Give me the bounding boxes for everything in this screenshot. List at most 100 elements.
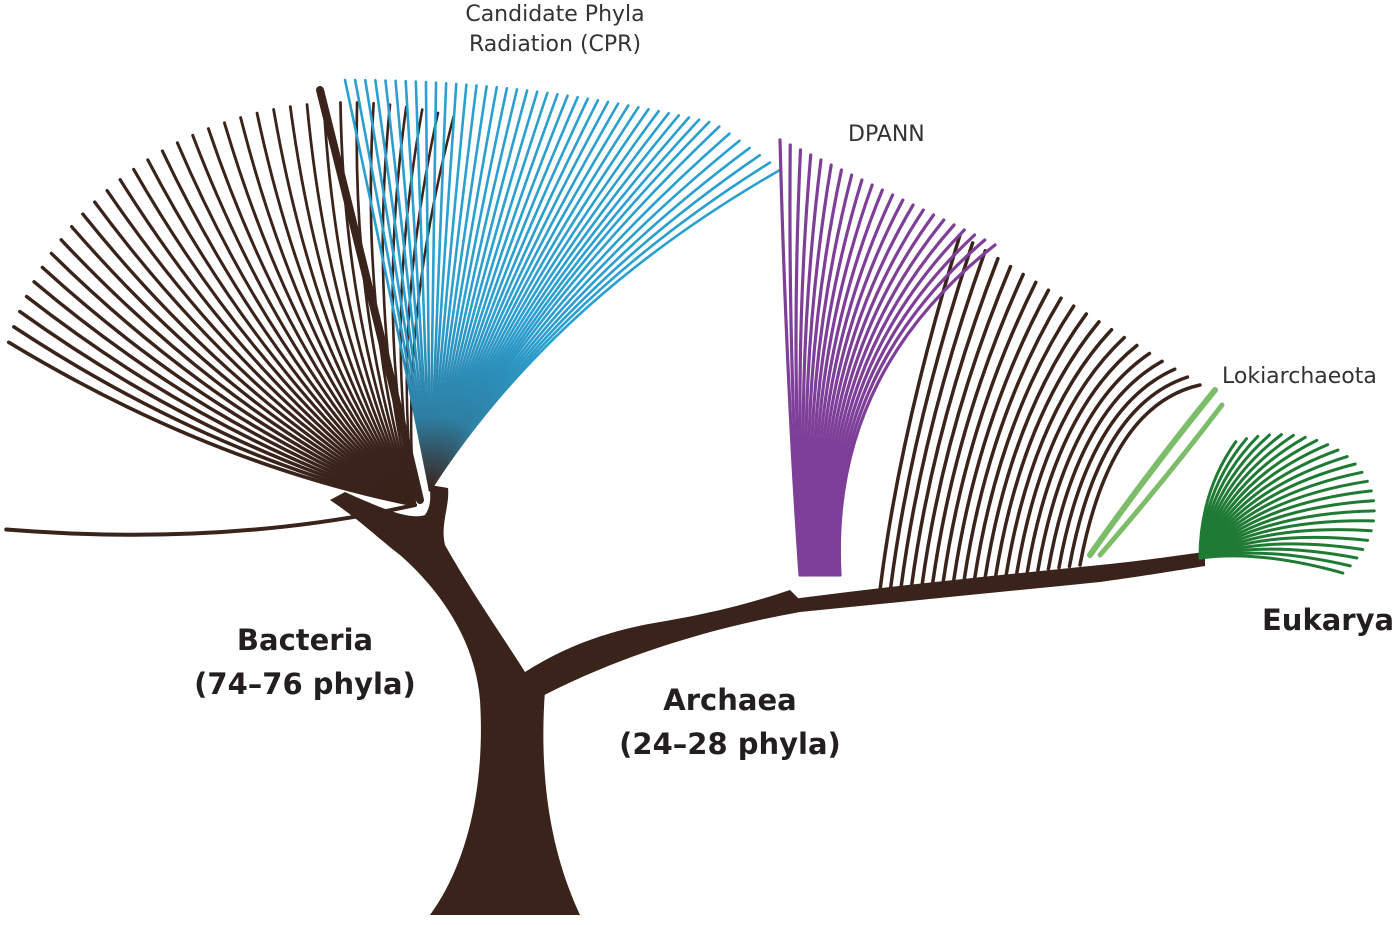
archaea-branch (972, 304, 1076, 580)
bacteria-branch (175, 141, 417, 507)
bacteria-label: Bacteria (74–76 phyla) (180, 618, 430, 706)
archaea-branch (1015, 335, 1126, 575)
dpann-branch (815, 188, 884, 577)
bacteria-branch (381, 103, 417, 507)
bacteria-branch (118, 178, 417, 507)
bacteria-branch (316, 86, 424, 504)
archaea-branch (1025, 343, 1139, 574)
archaea-branch (930, 272, 1025, 586)
bacteria-branch (239, 116, 417, 507)
bacteria-branch (160, 149, 417, 507)
bacteria-branch (255, 111, 417, 507)
bacteria-branch (6, 340, 417, 507)
bacteria-branch (24, 294, 417, 507)
lokiarchaeota-branches (1087, 387, 1225, 558)
eukarya-label: Eukarya (1262, 603, 1395, 637)
archaea-branch (1046, 359, 1164, 571)
archaea-branch (1057, 367, 1177, 570)
archaea-branch (951, 288, 1051, 583)
dpann-branch (809, 173, 854, 577)
cpr-branches (343, 78, 782, 492)
dpann-branch (804, 163, 833, 577)
archaea-branch (899, 249, 988, 590)
dpann-branch (837, 243, 997, 577)
cpr-label-line2: Radiation (CPR) (468, 32, 642, 57)
archaea-branch (909, 256, 1000, 588)
archaea-branch (878, 233, 962, 592)
archaea-branch (1036, 351, 1152, 573)
dpann-branch (833, 233, 977, 577)
archaea-branch (920, 264, 1013, 587)
archaea-branch (888, 241, 975, 591)
cpr-branch (428, 168, 782, 492)
bacteria-branch (206, 127, 417, 507)
dpann-branch (823, 208, 925, 577)
lokiarchaeota-branch (1097, 402, 1225, 558)
dpann-branch (827, 218, 946, 577)
archaea-branch (962, 296, 1063, 582)
lokiarchaeota-label: Lokiarchaeota (1222, 364, 1377, 389)
bacteria-branch (69, 225, 417, 507)
bacteria-branch (40, 265, 417, 507)
cpr-label: Candidate Phyla Radiation (CPR) (430, 0, 680, 60)
eukarya-branches (1198, 433, 1376, 575)
bacteria-branch (81, 212, 417, 507)
dpann-branch (813, 183, 874, 577)
lokiarchaeota-branch (1087, 387, 1218, 558)
bacteria-branch (132, 167, 417, 507)
bacteria-branch (18, 309, 417, 507)
dpann-branch (821, 203, 915, 577)
bacteria-label-line2: (74–76 phyla) (194, 667, 416, 701)
dpann-branches (778, 138, 997, 577)
dpann-branch (794, 148, 806, 577)
archaea-label: Archaea (24–28 phyla) (600, 678, 860, 766)
bacteria-branch (105, 188, 417, 507)
dpann-branch (825, 213, 936, 577)
bacteria-branch (59, 238, 417, 507)
bacteria-branch (322, 101, 417, 507)
trunk-shape (330, 485, 800, 915)
archaea-label-line1: Archaea (663, 683, 797, 717)
dpann-branch (829, 223, 956, 577)
bacteria-branch (305, 103, 417, 507)
dpann-branch (806, 168, 844, 577)
bacteria-branch (391, 105, 417, 507)
bacteria-branch (146, 158, 417, 507)
bacteria-branch (4, 503, 417, 537)
bacteria-branch (339, 101, 417, 507)
archaea-branches (878, 233, 1202, 592)
bacteria-branch (355, 101, 417, 507)
bacteria-branches (4, 86, 455, 537)
archaea-branch (941, 280, 1038, 584)
bacteria-branch (272, 108, 417, 507)
dpann-branch (788, 143, 804, 577)
archaea-branch (1004, 327, 1114, 576)
archaea-branch (1067, 375, 1190, 569)
bacteria-branch (191, 133, 417, 507)
dpann-branch (778, 138, 802, 577)
bacteria-branch (93, 200, 417, 507)
archaea-branch (983, 312, 1089, 579)
dpann-branch (831, 228, 966, 577)
dpann-label: DPANN (848, 122, 925, 147)
archaea-limb (520, 552, 1205, 700)
dpann-branch (835, 238, 987, 577)
bacteria-label-line1: Bacteria (236, 623, 374, 657)
dpann-branch (817, 193, 895, 577)
dpann-branch (819, 198, 905, 577)
bacteria-branch (49, 251, 417, 507)
dpann-branch (798, 153, 813, 577)
archaea-label-line2: (24–28 phyla) (619, 727, 841, 761)
archaea-branch (994, 320, 1101, 578)
bacteria-branch (12, 325, 417, 507)
eukarya-branch (1198, 554, 1345, 575)
tree-trunk (330, 485, 1205, 915)
bacteria-branch (288, 105, 417, 507)
bacteria-branch (32, 280, 417, 507)
cpr-label-line1: Candidate Phyla (465, 2, 645, 27)
dpann-branch (801, 158, 823, 577)
bacteria-branch (222, 121, 417, 507)
archaea-branch (1078, 383, 1202, 567)
dpann-branch (811, 178, 864, 577)
